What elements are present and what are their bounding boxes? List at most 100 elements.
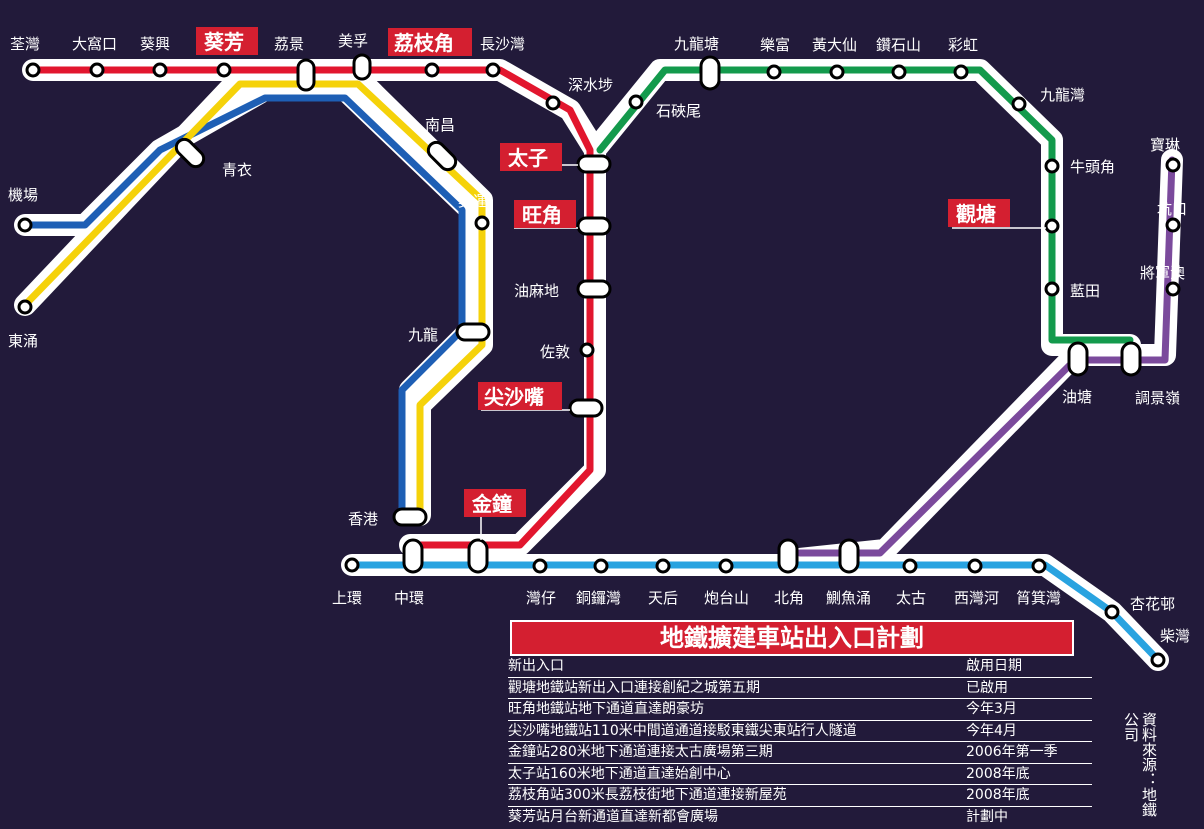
station-marker[interactable] bbox=[1150, 652, 1166, 668]
cell-entrance: 尖沙嘴地鐵站110米中間道通道接駁東鐵尖東站行人隧道 bbox=[508, 722, 857, 739]
station-marker[interactable] bbox=[152, 62, 168, 78]
station-marker[interactable] bbox=[1044, 158, 1060, 174]
label-sheung-wan: 上環 bbox=[332, 589, 362, 607]
station-marker[interactable] bbox=[1067, 341, 1089, 377]
station-marker[interactable] bbox=[967, 558, 983, 574]
label-airport: 機場 bbox=[8, 186, 38, 204]
airport-express-line bbox=[21, 80, 486, 519]
tung-chung-line bbox=[21, 94, 466, 519]
station-marker[interactable] bbox=[838, 538, 860, 574]
station-marker[interactable] bbox=[425, 139, 459, 173]
station-marker[interactable] bbox=[532, 558, 548, 574]
station-marker[interactable] bbox=[777, 538, 799, 574]
table-row: 葵芳站月台新通道直達新都會廣場 計劃中 bbox=[508, 807, 1092, 828]
label-tsuen-wan: 荃灣 bbox=[10, 35, 40, 53]
station-marker[interactable] bbox=[216, 62, 232, 78]
cell-date: 今年4月 bbox=[966, 722, 1017, 739]
station-marker[interactable] bbox=[576, 154, 612, 174]
station-marker[interactable] bbox=[576, 216, 612, 236]
station-marker[interactable] bbox=[766, 64, 782, 80]
station-marker[interactable] bbox=[1044, 281, 1060, 297]
station-marker[interactable] bbox=[17, 299, 33, 315]
cell-entrance: 觀塘地鐵站新出入口連接創紀之城第五期 bbox=[508, 679, 760, 696]
station-marker[interactable] bbox=[485, 62, 501, 78]
station-marker[interactable] bbox=[891, 64, 907, 80]
cell-date: 2008年底 bbox=[966, 787, 1030, 803]
station-marker[interactable] bbox=[173, 136, 207, 170]
table-row: 尖沙嘴地鐵站110米中間道通道接駁東鐵尖東站行人隧道 今年4月 bbox=[508, 721, 1092, 742]
header-entrance: 新出入口 bbox=[508, 658, 564, 674]
label-hang-hau: 坑口 bbox=[1157, 200, 1187, 218]
header-date: 啟用日期 bbox=[966, 658, 1022, 674]
source-credit: 資料來源：地鐵公司 bbox=[1122, 712, 1158, 817]
label-mong-kok: 旺角 bbox=[522, 203, 562, 227]
label-causeway-bay: 銅鑼灣 bbox=[576, 589, 621, 607]
station-marker[interactable] bbox=[1165, 217, 1181, 233]
label-ngau-tau-kok: 牛頭角 bbox=[1070, 158, 1115, 176]
station-marker[interactable] bbox=[352, 53, 372, 81]
station-marker[interactable] bbox=[1165, 157, 1181, 173]
label-choi-hung: 彩虹 bbox=[948, 36, 978, 54]
cell-date: 2006年第一季 bbox=[966, 744, 1058, 760]
station-marker[interactable] bbox=[718, 558, 734, 574]
label-prince-edward: 太子 bbox=[508, 146, 548, 170]
station-marker[interactable] bbox=[545, 95, 561, 111]
table-row: 旺角地鐵站地下通道直達朗豪坊 今年3月 bbox=[508, 699, 1092, 721]
station-marker[interactable] bbox=[392, 507, 428, 527]
label-tung-chung: 東涌 bbox=[8, 332, 38, 350]
label-tai-koo: 太古 bbox=[896, 589, 926, 607]
station-marker[interactable] bbox=[1120, 341, 1142, 377]
island-line bbox=[348, 561, 1162, 664]
station-marker[interactable] bbox=[296, 58, 316, 92]
cell-date: 已啟用 bbox=[966, 679, 1008, 696]
label-kowloon-tong: 九龍塘 bbox=[674, 35, 719, 53]
station-marker[interactable] bbox=[655, 558, 671, 574]
station-marker[interactable] bbox=[579, 342, 595, 358]
station-marker[interactable] bbox=[953, 64, 969, 80]
station-marker[interactable] bbox=[25, 62, 41, 78]
label-lai-king: 荔景 bbox=[274, 35, 304, 53]
cell-entrance: 旺角地鐵站地下通道直達朗豪坊 bbox=[508, 701, 704, 717]
station-marker[interactable] bbox=[1104, 604, 1120, 620]
label-kwun-tong: 觀塘 bbox=[956, 202, 996, 226]
cell-date: 計劃中 bbox=[966, 808, 1008, 825]
station-marker[interactable] bbox=[576, 279, 612, 299]
label-shek-kip-mei: 石硤尾 bbox=[656, 102, 701, 120]
table-header-row: 新出入口 啟用日期 bbox=[508, 656, 1092, 678]
station-marker[interactable] bbox=[699, 55, 721, 91]
station-marker[interactable] bbox=[467, 538, 489, 574]
station-marker[interactable] bbox=[89, 62, 105, 78]
highlight-boxes bbox=[196, 27, 1010, 517]
station-marker[interactable] bbox=[628, 94, 644, 110]
station-marker[interactable] bbox=[829, 64, 845, 80]
station-marker[interactable] bbox=[455, 322, 491, 342]
cell-entrance: 太子站160米地下通道直達始創中心 bbox=[508, 765, 731, 782]
station-marker[interactable] bbox=[344, 557, 360, 573]
station-marker[interactable] bbox=[17, 217, 33, 233]
cell-entrance: 葵芳站月台新通道直達新都會廣場 bbox=[508, 808, 718, 825]
label-wan-chai: 灣仔 bbox=[526, 589, 556, 607]
station-marker[interactable] bbox=[1165, 281, 1181, 297]
cell-date: 2008年底 bbox=[966, 765, 1030, 782]
station-marker[interactable] bbox=[1011, 96, 1027, 112]
label-jordan: 佐敦 bbox=[540, 343, 570, 361]
station-marker[interactable] bbox=[1031, 558, 1047, 574]
table-row: 觀塘地鐵站新出入口連接創紀之城第五期 已啟用 bbox=[508, 678, 1092, 699]
label-kwai-fong: 葵芳 bbox=[203, 30, 244, 54]
station-marker[interactable] bbox=[593, 558, 609, 574]
label-kowloon-bay: 九龍灣 bbox=[1040, 86, 1085, 104]
label-heng-fa-chuen: 杏花邨 bbox=[1130, 595, 1175, 613]
station-marker[interactable] bbox=[902, 558, 918, 574]
station-marker[interactable] bbox=[474, 215, 490, 231]
station-marker[interactable] bbox=[402, 538, 424, 574]
label-tsing-yi: 青衣 bbox=[222, 161, 252, 179]
label-tai-wo-hau: 大窩口 bbox=[72, 35, 117, 53]
station-marker[interactable] bbox=[1044, 218, 1060, 234]
station-marker[interactable] bbox=[424, 62, 440, 78]
label-lam-tin: 藍田 bbox=[1070, 282, 1100, 300]
station-marker[interactable] bbox=[568, 398, 604, 418]
label-cheung-sha-wan: 長沙灣 bbox=[480, 35, 525, 53]
station-markers bbox=[17, 53, 1181, 668]
